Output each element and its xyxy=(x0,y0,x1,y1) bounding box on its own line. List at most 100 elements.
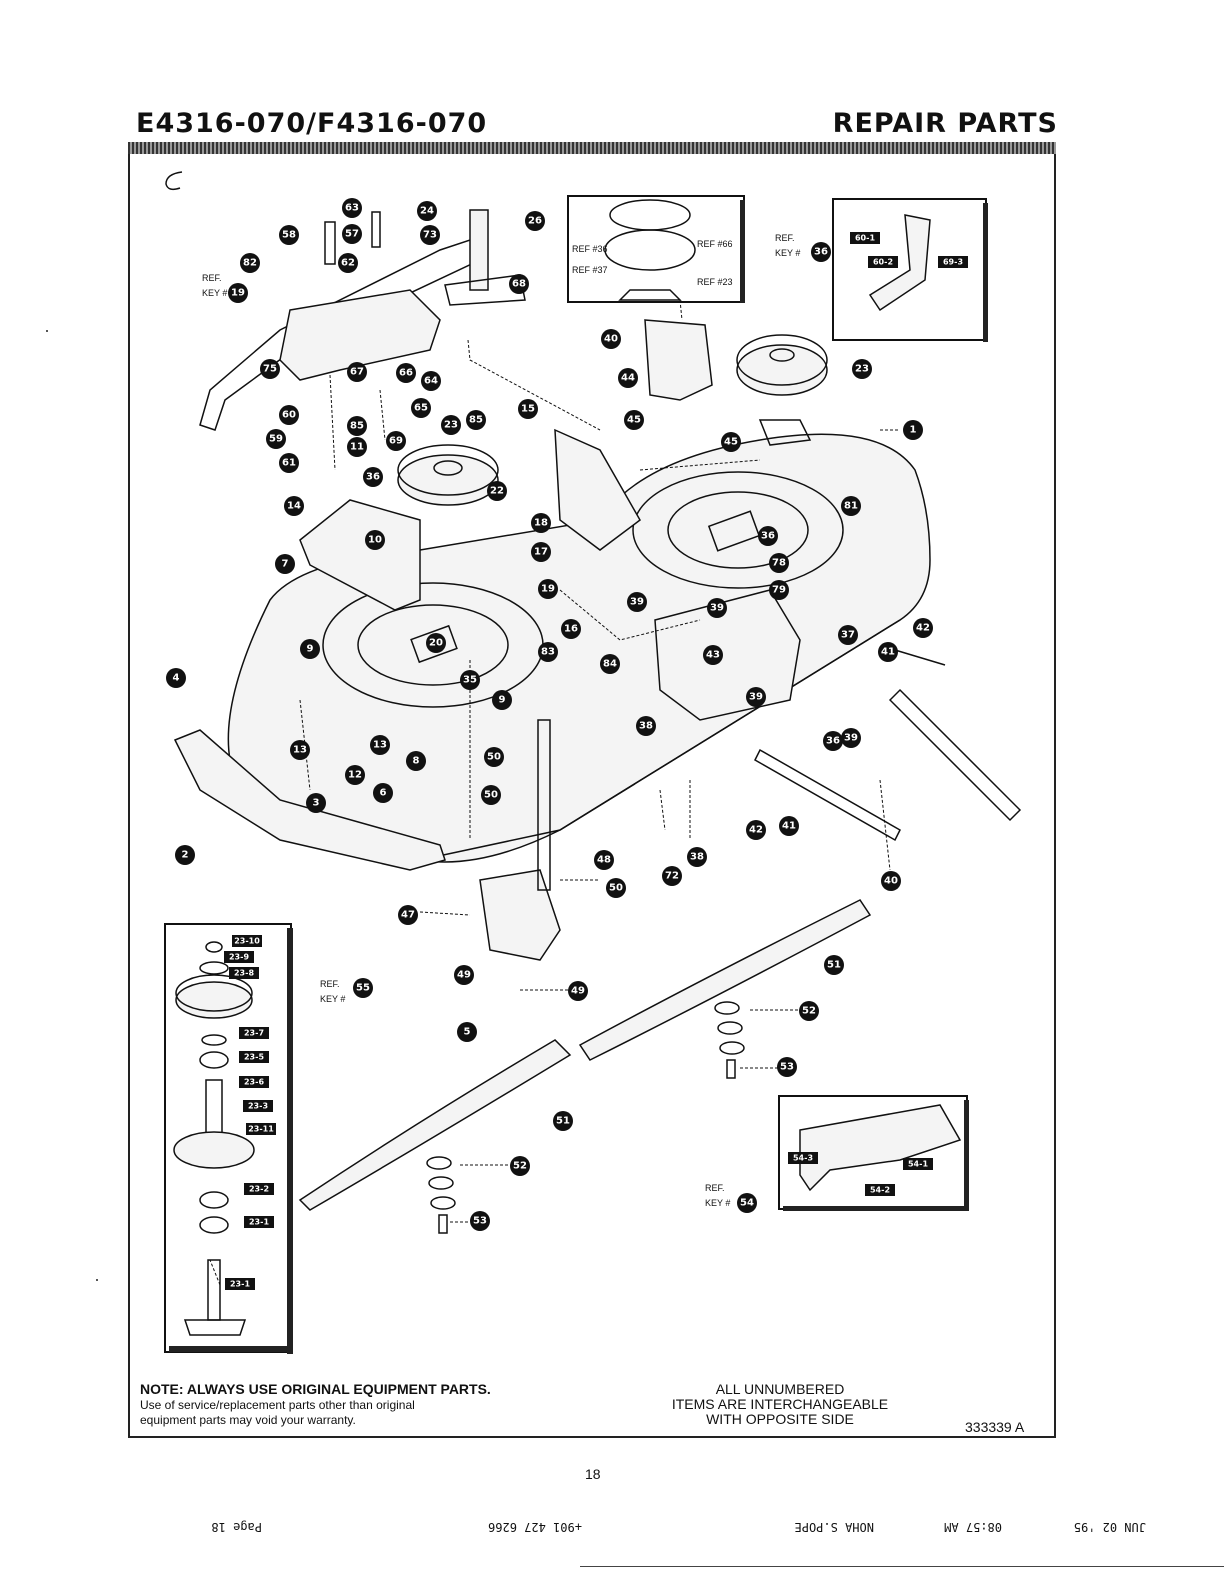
svg-text:38: 38 xyxy=(639,721,653,732)
callout-7: 7 xyxy=(275,554,295,574)
inset-deflector xyxy=(778,1095,969,1211)
callout-39: 39 xyxy=(746,687,766,707)
fax-phone: +901 427 6266 xyxy=(488,1520,582,1534)
callout-36: 36 xyxy=(363,467,383,487)
inset-bracket xyxy=(832,198,988,342)
svg-text:19: 19 xyxy=(231,288,245,299)
callout-52: 52 xyxy=(799,1001,819,1021)
callout-8: 8 xyxy=(406,751,426,771)
svg-text:79: 79 xyxy=(772,585,786,596)
corner-mark xyxy=(165,171,183,191)
callout-67: 67 xyxy=(347,362,367,382)
svg-text:35: 35 xyxy=(463,675,477,686)
callout-41: 41 xyxy=(878,642,898,662)
callout-13: 13 xyxy=(370,735,390,755)
svg-text:51: 51 xyxy=(556,1116,570,1127)
svg-text:45: 45 xyxy=(627,415,641,426)
idler-arm-assembly xyxy=(199,209,526,431)
svg-text:41: 41 xyxy=(881,647,895,658)
svg-text:36: 36 xyxy=(826,736,840,747)
svg-text:54-2: 54-2 xyxy=(870,1186,890,1195)
notes-section: NOTE: ALWAYS USE ORIGINAL EQUIPMENT PART… xyxy=(130,1376,1054,1436)
callout-1: 1 xyxy=(903,420,923,440)
svg-text:20: 20 xyxy=(429,638,443,649)
svg-text:81: 81 xyxy=(844,501,858,512)
svg-text:62: 62 xyxy=(341,258,355,269)
callout-50: 50 xyxy=(606,878,626,898)
callout-3: 3 xyxy=(306,793,326,813)
tag-23-7: 23-7 xyxy=(239,1027,269,1039)
callout-79: 79 xyxy=(769,580,789,600)
tag-23-1: 23-1 xyxy=(225,1278,255,1290)
callout-85: 85 xyxy=(466,410,486,430)
svg-text:17: 17 xyxy=(534,547,548,558)
svg-text:23-11: 23-11 xyxy=(248,1125,274,1134)
callout-57: 57 xyxy=(342,224,362,244)
unnumbered-note-line2: ITEMS ARE INTERCHANGEABLE xyxy=(671,1396,889,1412)
svg-text:54: 54 xyxy=(740,1198,754,1209)
callout-2: 2 xyxy=(175,845,195,865)
callout-26: 26 xyxy=(525,211,545,231)
svg-text:40: 40 xyxy=(604,334,618,345)
svg-text:67: 67 xyxy=(350,367,364,378)
callout-83: 83 xyxy=(538,642,558,662)
svg-text:4: 4 xyxy=(173,673,180,684)
svg-text:23: 23 xyxy=(855,364,869,375)
callout-81: 81 xyxy=(841,496,861,516)
svg-text:3: 3 xyxy=(313,798,320,809)
callout-13: 13 xyxy=(290,740,310,760)
callout-38: 38 xyxy=(687,847,707,867)
svg-text:23: 23 xyxy=(444,420,458,431)
svg-text:45: 45 xyxy=(724,437,738,448)
svg-text:53: 53 xyxy=(473,1216,487,1227)
inset-idler-pulley xyxy=(567,195,745,303)
callout-75: 75 xyxy=(260,359,280,379)
callout-16: 16 xyxy=(561,619,581,639)
svg-text:12: 12 xyxy=(348,770,362,781)
svg-text:42: 42 xyxy=(749,825,763,836)
svg-text:44: 44 xyxy=(621,373,635,384)
blades xyxy=(298,899,872,1211)
svg-text:5: 5 xyxy=(464,1027,471,1038)
svg-text:15: 15 xyxy=(521,404,535,415)
tag-54-1: 54-1 xyxy=(903,1158,933,1170)
inset-ref-labels: REF #36 REF #66 REF #37 REF #23 xyxy=(572,239,733,287)
svg-text:23-1: 23-1 xyxy=(249,1218,269,1227)
callout-23: 23 xyxy=(852,359,872,379)
callout-52: 52 xyxy=(510,1156,530,1176)
callout-39: 39 xyxy=(707,598,727,618)
scan-speck xyxy=(96,1279,98,1281)
svg-text:43: 43 xyxy=(706,650,720,661)
svg-text:23-3: 23-3 xyxy=(248,1102,268,1111)
svg-text:58: 58 xyxy=(282,230,296,241)
svg-text:23-1: 23-1 xyxy=(230,1280,250,1289)
tag-60-1: 60-1 xyxy=(850,232,880,244)
callout-55: 55 xyxy=(353,978,373,998)
inset-spindle-assembly xyxy=(164,923,293,1354)
svg-text:REF #36: REF #36 xyxy=(572,244,608,254)
tag-23-8: 23-8 xyxy=(229,967,259,979)
svg-text:KEY #: KEY # xyxy=(202,288,227,298)
callout-63: 63 xyxy=(342,198,362,218)
svg-text:23-5: 23-5 xyxy=(244,1053,264,1062)
sub-part-tags: 23-1023-923-823-723-523-623-323-1123-223… xyxy=(224,232,968,1290)
ref-label-23: REF. KEY # xyxy=(320,979,345,1004)
callout-36: 36 xyxy=(811,242,831,262)
callout-59: 59 xyxy=(266,429,286,449)
svg-text:55: 55 xyxy=(356,983,370,994)
figure-id: 333339 A xyxy=(965,1419,1025,1435)
svg-text:63: 63 xyxy=(345,203,359,214)
svg-text:50: 50 xyxy=(484,790,498,801)
svg-text:49: 49 xyxy=(457,970,471,981)
upper-bracket xyxy=(644,319,713,401)
blade-hardware xyxy=(426,1001,745,1234)
callout-15: 15 xyxy=(518,399,538,419)
svg-text:23-7: 23-7 xyxy=(244,1029,264,1038)
svg-text:23-8: 23-8 xyxy=(234,969,254,978)
callout-62: 62 xyxy=(338,253,358,273)
callout-51: 51 xyxy=(553,1111,573,1131)
tag-69-3: 69-3 xyxy=(938,256,968,268)
svg-text:52: 52 xyxy=(513,1161,527,1172)
deck-rods xyxy=(754,649,1022,842)
callout-38: 38 xyxy=(636,716,656,736)
